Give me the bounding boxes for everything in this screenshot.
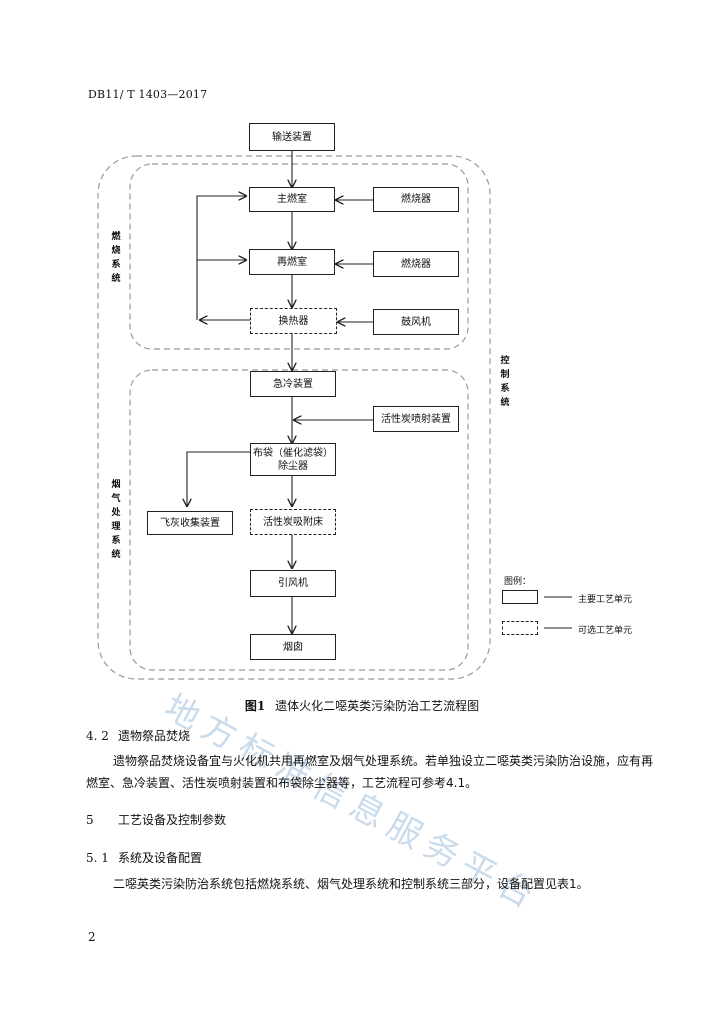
blower-box: 鼓风机	[373, 309, 459, 335]
flue-gas-system-outline	[129, 369, 469, 671]
figure-caption: 图1 遗体火化二噁英类污染防治工艺流程图	[0, 697, 724, 714]
legend-dashed-label: 可选工艺单元	[578, 626, 633, 636]
quench-box: 急冷装置	[250, 371, 336, 397]
carbon-injection-box: 活性炭喷射装置	[373, 406, 459, 432]
section-title: 工艺设备及控制参数	[118, 813, 227, 827]
section-number: 5	[86, 813, 94, 827]
legend-title: 图例：	[504, 577, 532, 587]
legend-dashed-swatch	[502, 621, 538, 635]
main-chamber-box: 主燃室	[249, 187, 335, 212]
paragraph-5-1: 二噁英类污染防治系统包括燃烧系统、烟气处理系统和控制系统三部分，设备配置见表1。	[113, 877, 589, 891]
fly-ash-box: 飞灰收集装置	[147, 511, 233, 535]
section-number: 5. 1	[86, 851, 109, 865]
induced-fan-box: 引风机	[250, 570, 336, 597]
legend-solid-swatch	[502, 590, 538, 604]
figure-number: 图1	[244, 699, 266, 713]
section-heading-5-1: 5. 1 系统及设备配置	[86, 849, 202, 866]
section-number: 4. 2	[86, 729, 109, 743]
baghouse-line-2: 除尘器	[278, 460, 308, 472]
combustion-system-outline	[129, 163, 469, 350]
combustion-system-label: 燃烧系统	[111, 232, 121, 284]
carbon-bed-box: 活性炭吸附床	[250, 509, 336, 535]
section-heading-4-2: 4. 2 遗物祭品焚烧	[86, 727, 190, 744]
figure-title: 遗体火化二噁英类污染防治工艺流程图	[275, 699, 480, 713]
baghouse-line-1: 布袋（催化滤袋）	[253, 447, 333, 459]
baghouse-box: 布袋（催化滤袋） 除尘器	[250, 443, 336, 476]
reburn-chamber-box: 再燃室	[249, 249, 335, 275]
page-number: 2	[88, 930, 96, 944]
conveyor-box: 输送装置	[249, 123, 335, 151]
paragraph-4-2: 遗物祭品焚烧设备宜与火化机共用再燃室及烟气处理系统。若单独设立二噁英类污染防治设…	[86, 754, 654, 790]
chimney-box: 烟囱	[250, 634, 336, 660]
control-system-label: 控制系统	[500, 356, 510, 408]
section-title: 系统及设备配置	[118, 851, 203, 865]
heat-exchanger-box: 换热器	[250, 308, 337, 334]
burner-box-1: 燃烧器	[373, 187, 459, 212]
burner-box-2: 燃烧器	[373, 251, 459, 277]
section-title: 遗物祭品焚烧	[118, 729, 191, 743]
flue-gas-system-label: 烟气处理系统	[111, 480, 121, 560]
legend-solid-label: 主要工艺单元	[578, 595, 633, 605]
document-code: DB11/ T 1403—2017	[88, 88, 208, 101]
section-heading-5: 5 工艺设备及控制参数	[86, 811, 226, 828]
control-system-outline	[97, 155, 491, 680]
